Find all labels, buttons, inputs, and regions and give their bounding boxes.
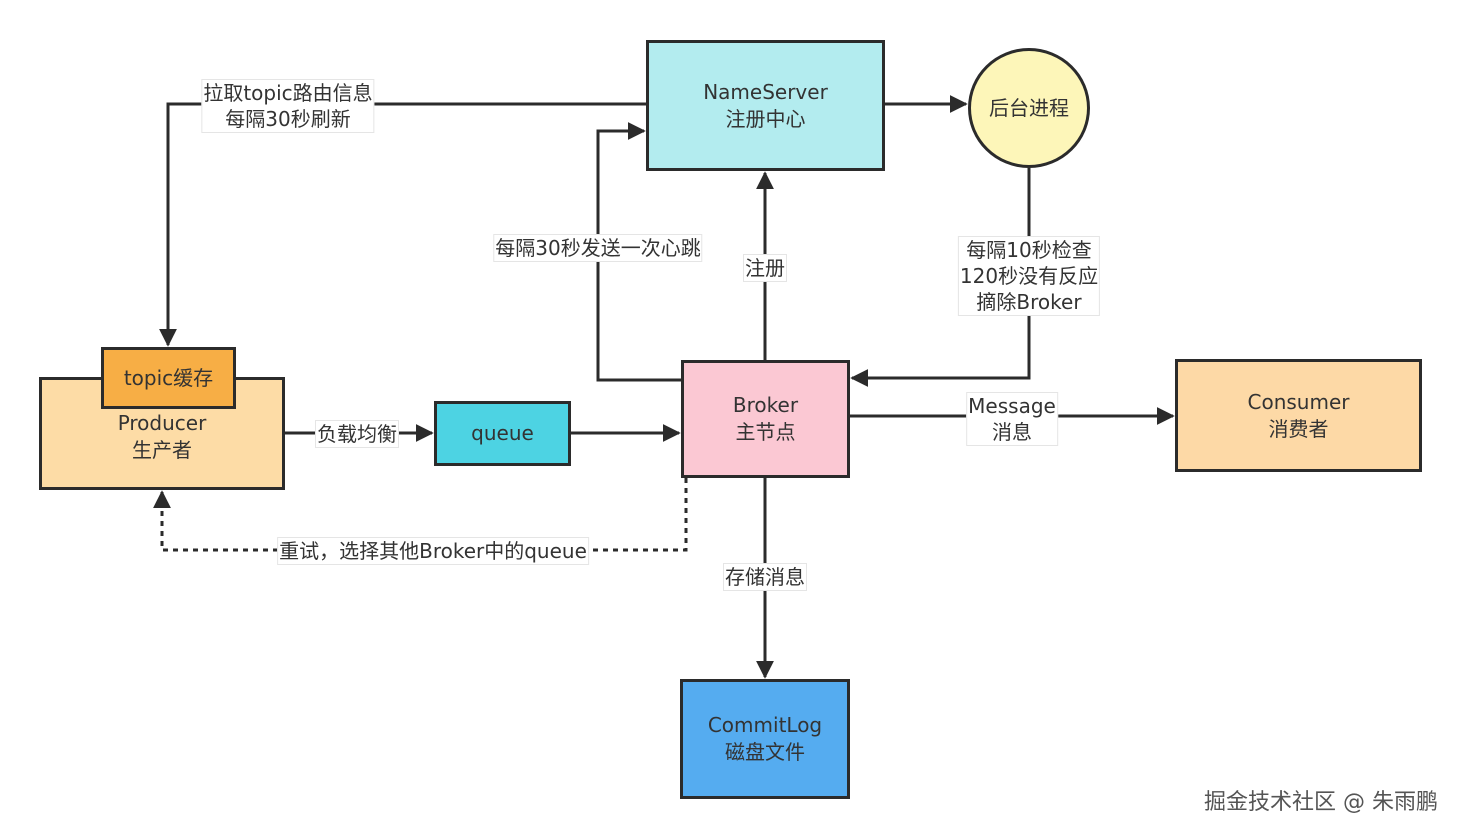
pull-route-label-line1: 拉取topic路由信息: [203, 81, 373, 105]
retry-label-text: 重试，选择其他Broker中的queue: [279, 539, 587, 563]
commitlog-subtitle: 磁盘文件: [725, 740, 805, 764]
topic-cache-node: topic缓存: [101, 347, 236, 409]
producer-subtitle: 生产者: [132, 437, 192, 462]
nameserver-subtitle: 注册中心: [725, 106, 806, 131]
backend-process-label: 后台进程: [989, 95, 1069, 120]
register-label: 注册: [743, 254, 787, 282]
message-label: Message 消息: [966, 392, 1058, 446]
commitlog-node: CommitLog 磁盘文件: [680, 679, 850, 799]
topic-cache-label: topic缓存: [123, 365, 214, 390]
watermark: 掘金技术社区 @ 朱雨鹏: [1204, 790, 1438, 815]
heartbeat-label-text: 每隔30秒发送一次心跳: [495, 236, 701, 260]
load-balance-label: 负载均衡: [315, 420, 399, 448]
consumer-subtitle: 消费者: [1268, 416, 1329, 441]
register-label-text: 注册: [745, 256, 785, 280]
pull-route-label-line2: 每隔30秒刷新: [225, 107, 351, 131]
message-label-line2: 消息: [992, 420, 1032, 444]
check-label-line1: 每隔10秒检查: [966, 238, 1092, 262]
broker-node: Broker 主节点: [681, 360, 850, 478]
pull-route-label: 拉取topic路由信息 每隔30秒刷新: [201, 79, 375, 133]
load-balance-label-text: 负载均衡: [317, 422, 397, 446]
check-label-line3: 摘除Broker: [976, 290, 1082, 314]
consumer-node: Consumer 消费者: [1175, 359, 1422, 472]
backend-process-node: 后台进程: [968, 48, 1090, 168]
commitlog-title: CommitLog: [707, 713, 823, 737]
heartbeat-label: 每隔30秒发送一次心跳: [493, 234, 703, 262]
check-label: 每隔10秒检查 120秒没有反应 摘除Broker: [957, 236, 1101, 316]
store-label: 存储消息: [723, 563, 807, 591]
queue-node: queue: [434, 401, 571, 466]
check-label-line2: 120秒没有反应: [959, 264, 1099, 288]
broker-title: Broker: [732, 393, 799, 417]
queue-label: queue: [471, 421, 534, 445]
nameserver-node: NameServer 注册中心: [646, 40, 885, 171]
store-label-text: 存储消息: [725, 565, 805, 589]
message-label-line1: Message: [968, 394, 1056, 418]
nameserver-title: NameServer: [703, 79, 828, 104]
retry-label: 重试，选择其他Broker中的queue: [277, 537, 589, 565]
consumer-title: Consumer: [1247, 389, 1350, 414]
broker-subtitle: 主节点: [735, 420, 796, 444]
producer-title: Producer: [117, 410, 207, 435]
edge-pull-route: [159, 102, 646, 347]
